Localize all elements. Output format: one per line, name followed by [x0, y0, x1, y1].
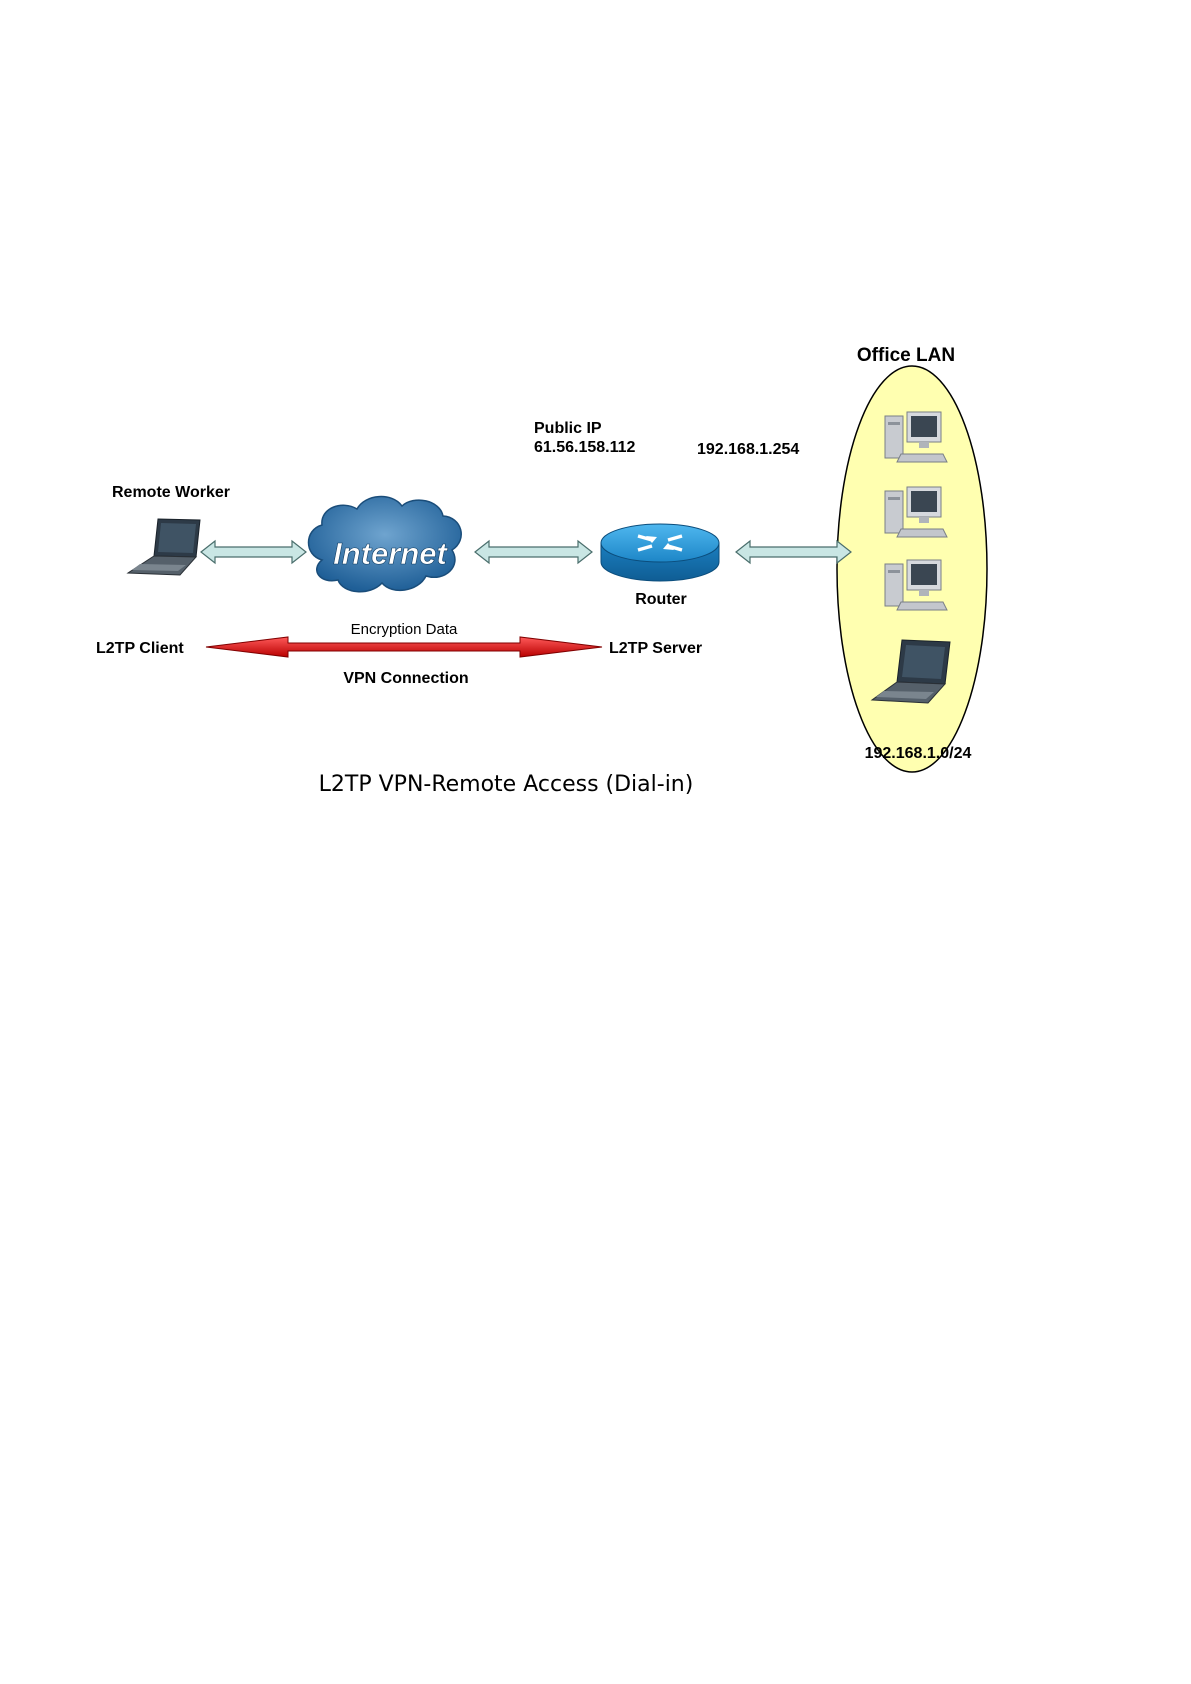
l2tp-server-label: L2TP Server — [609, 640, 702, 657]
office-pc-icon-2 — [885, 487, 947, 537]
subnet-label: 192.168.1.0/24 — [865, 745, 972, 762]
office-lan-label: Office LAN — [857, 345, 955, 366]
public-ip-value: 61.56.158.112 — [534, 439, 636, 456]
router-icon — [601, 524, 719, 581]
lan-ip-label: 192.168.1.254 — [697, 441, 799, 458]
internet-label: Internet — [333, 536, 448, 571]
remote-worker-label: Remote Worker — [112, 484, 230, 501]
router-label: Router — [635, 591, 687, 608]
office-pc-icon-3 — [885, 560, 947, 610]
encryption-data-label: Encryption Data — [351, 621, 458, 638]
internet-cloud-icon: Internet — [309, 497, 462, 592]
office-pc-icon-1 — [885, 412, 947, 462]
vpn-connection-label: VPN Connection — [343, 670, 468, 687]
diagram-title: L2TP VPN-Remote Access (Dial-in) — [319, 772, 694, 797]
public-ip-label: Public IP — [534, 420, 602, 437]
l2tp-client-label: L2TP Client — [96, 640, 184, 657]
